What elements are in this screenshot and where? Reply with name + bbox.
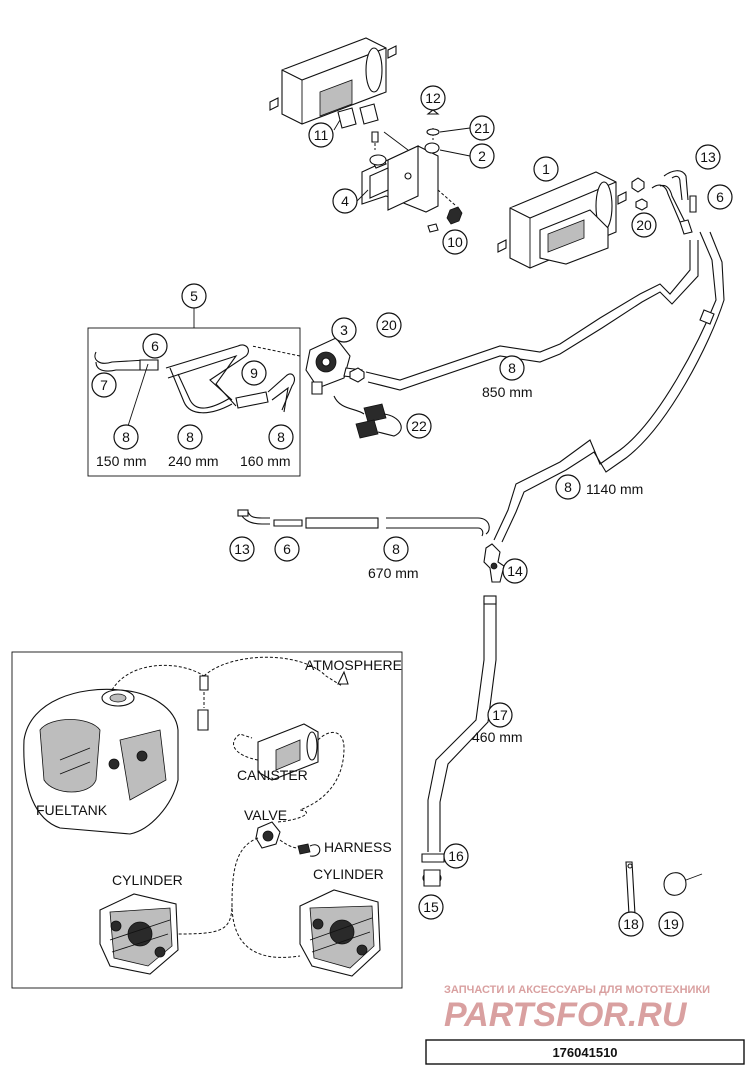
harness-22-drawing bbox=[333, 395, 402, 439]
callout-22[interactable]: 22 bbox=[406, 413, 432, 439]
length-150: 150 mm bbox=[96, 453, 147, 469]
label-atmosphere: ATMOSPHERE bbox=[305, 657, 402, 673]
label-harness: HARNESS bbox=[324, 839, 392, 855]
hose-set-drawing bbox=[94, 344, 295, 427]
svg-text:19: 19 bbox=[663, 916, 679, 932]
svg-text:21: 21 bbox=[474, 120, 490, 136]
svg-text:3: 3 bbox=[340, 322, 348, 338]
callout-20-canister[interactable]: 20 bbox=[631, 212, 657, 238]
svg-text:5: 5 bbox=[190, 288, 198, 304]
svg-text:20: 20 bbox=[381, 317, 397, 333]
diagram-code: 176041510 bbox=[552, 1045, 617, 1060]
inset-valve-drawing bbox=[255, 821, 281, 849]
callout-13-middle[interactable]: 13 bbox=[229, 536, 255, 562]
svg-text:8: 8 bbox=[122, 429, 130, 445]
svg-text:22: 22 bbox=[411, 418, 427, 434]
engine-left-drawing bbox=[99, 893, 179, 975]
label-canister: CANISTER bbox=[237, 767, 308, 783]
svg-text:13: 13 bbox=[234, 541, 250, 557]
fuel-tank-drawing bbox=[23, 688, 179, 835]
valve-3-drawing bbox=[251, 337, 363, 395]
length-240: 240 mm bbox=[168, 453, 219, 469]
y-fitting-14-drawing bbox=[483, 543, 505, 583]
svg-text:10: 10 bbox=[447, 234, 463, 250]
svg-text:8: 8 bbox=[392, 541, 400, 557]
callout-1[interactable]: 1 bbox=[533, 156, 559, 182]
svg-text:1: 1 bbox=[542, 161, 550, 177]
length-850: 850 mm bbox=[482, 384, 533, 400]
clamp-11-drawing bbox=[337, 103, 379, 129]
callout-17[interactable]: 17 bbox=[487, 702, 513, 728]
canister-upper-drawing bbox=[269, 37, 397, 125]
system-overview-box bbox=[11, 651, 403, 989]
callout-6-right[interactable]: 6 bbox=[707, 184, 733, 210]
svg-text:17: 17 bbox=[492, 707, 508, 723]
callout-20-valve[interactable]: 20 bbox=[376, 312, 402, 338]
callout-18[interactable]: 18 bbox=[618, 911, 644, 937]
label-fueltank: FUELTANK bbox=[36, 802, 108, 818]
callout-8-150[interactable]: 8 bbox=[113, 424, 139, 450]
canister-1-drawing bbox=[497, 171, 627, 269]
svg-text:9: 9 bbox=[250, 365, 258, 381]
bracket-4-drawing bbox=[361, 128, 456, 213]
hose-670-drawing bbox=[237, 509, 490, 537]
callout-21[interactable]: 21 bbox=[469, 115, 495, 141]
callout-4[interactable]: 4 bbox=[332, 188, 358, 214]
svg-text:6: 6 bbox=[283, 541, 291, 557]
svg-text:18: 18 bbox=[623, 916, 639, 932]
svg-text:8: 8 bbox=[564, 479, 572, 495]
callout-8-670[interactable]: 8 bbox=[383, 536, 409, 562]
svg-text:8: 8 bbox=[186, 429, 194, 445]
callout-6-box[interactable]: 6 bbox=[142, 333, 168, 359]
label-valve: VALVE bbox=[244, 807, 287, 823]
svg-text:7: 7 bbox=[100, 377, 108, 393]
callout-19[interactable]: 19 bbox=[658, 911, 684, 937]
callout-8-160[interactable]: 8 bbox=[268, 424, 294, 450]
callout-3[interactable]: 3 bbox=[331, 317, 357, 343]
length-670: 670 mm bbox=[368, 565, 419, 581]
inset-canister-drawing bbox=[257, 723, 319, 781]
label-cylinder-left: CYLINDER bbox=[112, 872, 183, 888]
watermark-line1: ЗАПЧАСТИ И АКСЕССУАРЫ ДЛЯ МОТОТЕХНИКИ bbox=[444, 984, 710, 996]
svg-text:11: 11 bbox=[314, 127, 329, 143]
callout-9[interactable]: 9 bbox=[241, 360, 267, 386]
svg-text:15: 15 bbox=[423, 899, 439, 915]
callout-6-middle[interactable]: 6 bbox=[274, 536, 300, 562]
callout-2[interactable]: 2 bbox=[469, 143, 495, 169]
svg-text:16: 16 bbox=[448, 848, 464, 864]
callout-8-240[interactable]: 8 bbox=[177, 424, 203, 450]
svg-text:4: 4 bbox=[341, 193, 349, 209]
engine-right-drawing bbox=[299, 889, 381, 977]
svg-text:8: 8 bbox=[277, 429, 285, 445]
svg-text:20: 20 bbox=[636, 217, 652, 233]
svg-text:2: 2 bbox=[478, 148, 486, 164]
watermark-line2: PARTSFOR.RU bbox=[444, 996, 688, 1034]
callout-12[interactable]: 12 bbox=[420, 85, 446, 111]
callout-15[interactable]: 15 bbox=[418, 894, 444, 920]
callout-14[interactable]: 14 bbox=[502, 558, 528, 584]
callout-10[interactable]: 10 bbox=[442, 229, 468, 255]
callout-8-1140[interactable]: 8 bbox=[555, 474, 581, 500]
callout-11[interactable]: 11 bbox=[308, 122, 334, 148]
svg-text:12: 12 bbox=[425, 90, 441, 106]
svg-text:6: 6 bbox=[716, 189, 724, 205]
callout-16[interactable]: 16 bbox=[443, 843, 469, 869]
length-1140: 1140 mm bbox=[586, 481, 643, 497]
diagram-code-box bbox=[425, 1039, 745, 1065]
svg-text:13: 13 bbox=[700, 149, 716, 165]
callout-7[interactable]: 7 bbox=[91, 372, 117, 398]
label-cylinder-right: CYLINDER bbox=[313, 866, 384, 882]
callout-13-right[interactable]: 13 bbox=[695, 144, 721, 170]
svg-text:6: 6 bbox=[151, 338, 159, 354]
callout-8-850[interactable]: 8 bbox=[499, 355, 525, 381]
callout-5[interactable]: 5 bbox=[181, 283, 207, 309]
svg-text:8: 8 bbox=[508, 360, 516, 376]
length-160: 160 mm bbox=[240, 453, 291, 469]
length-460: 460 mm bbox=[472, 729, 523, 745]
svg-text:14: 14 bbox=[507, 563, 523, 579]
